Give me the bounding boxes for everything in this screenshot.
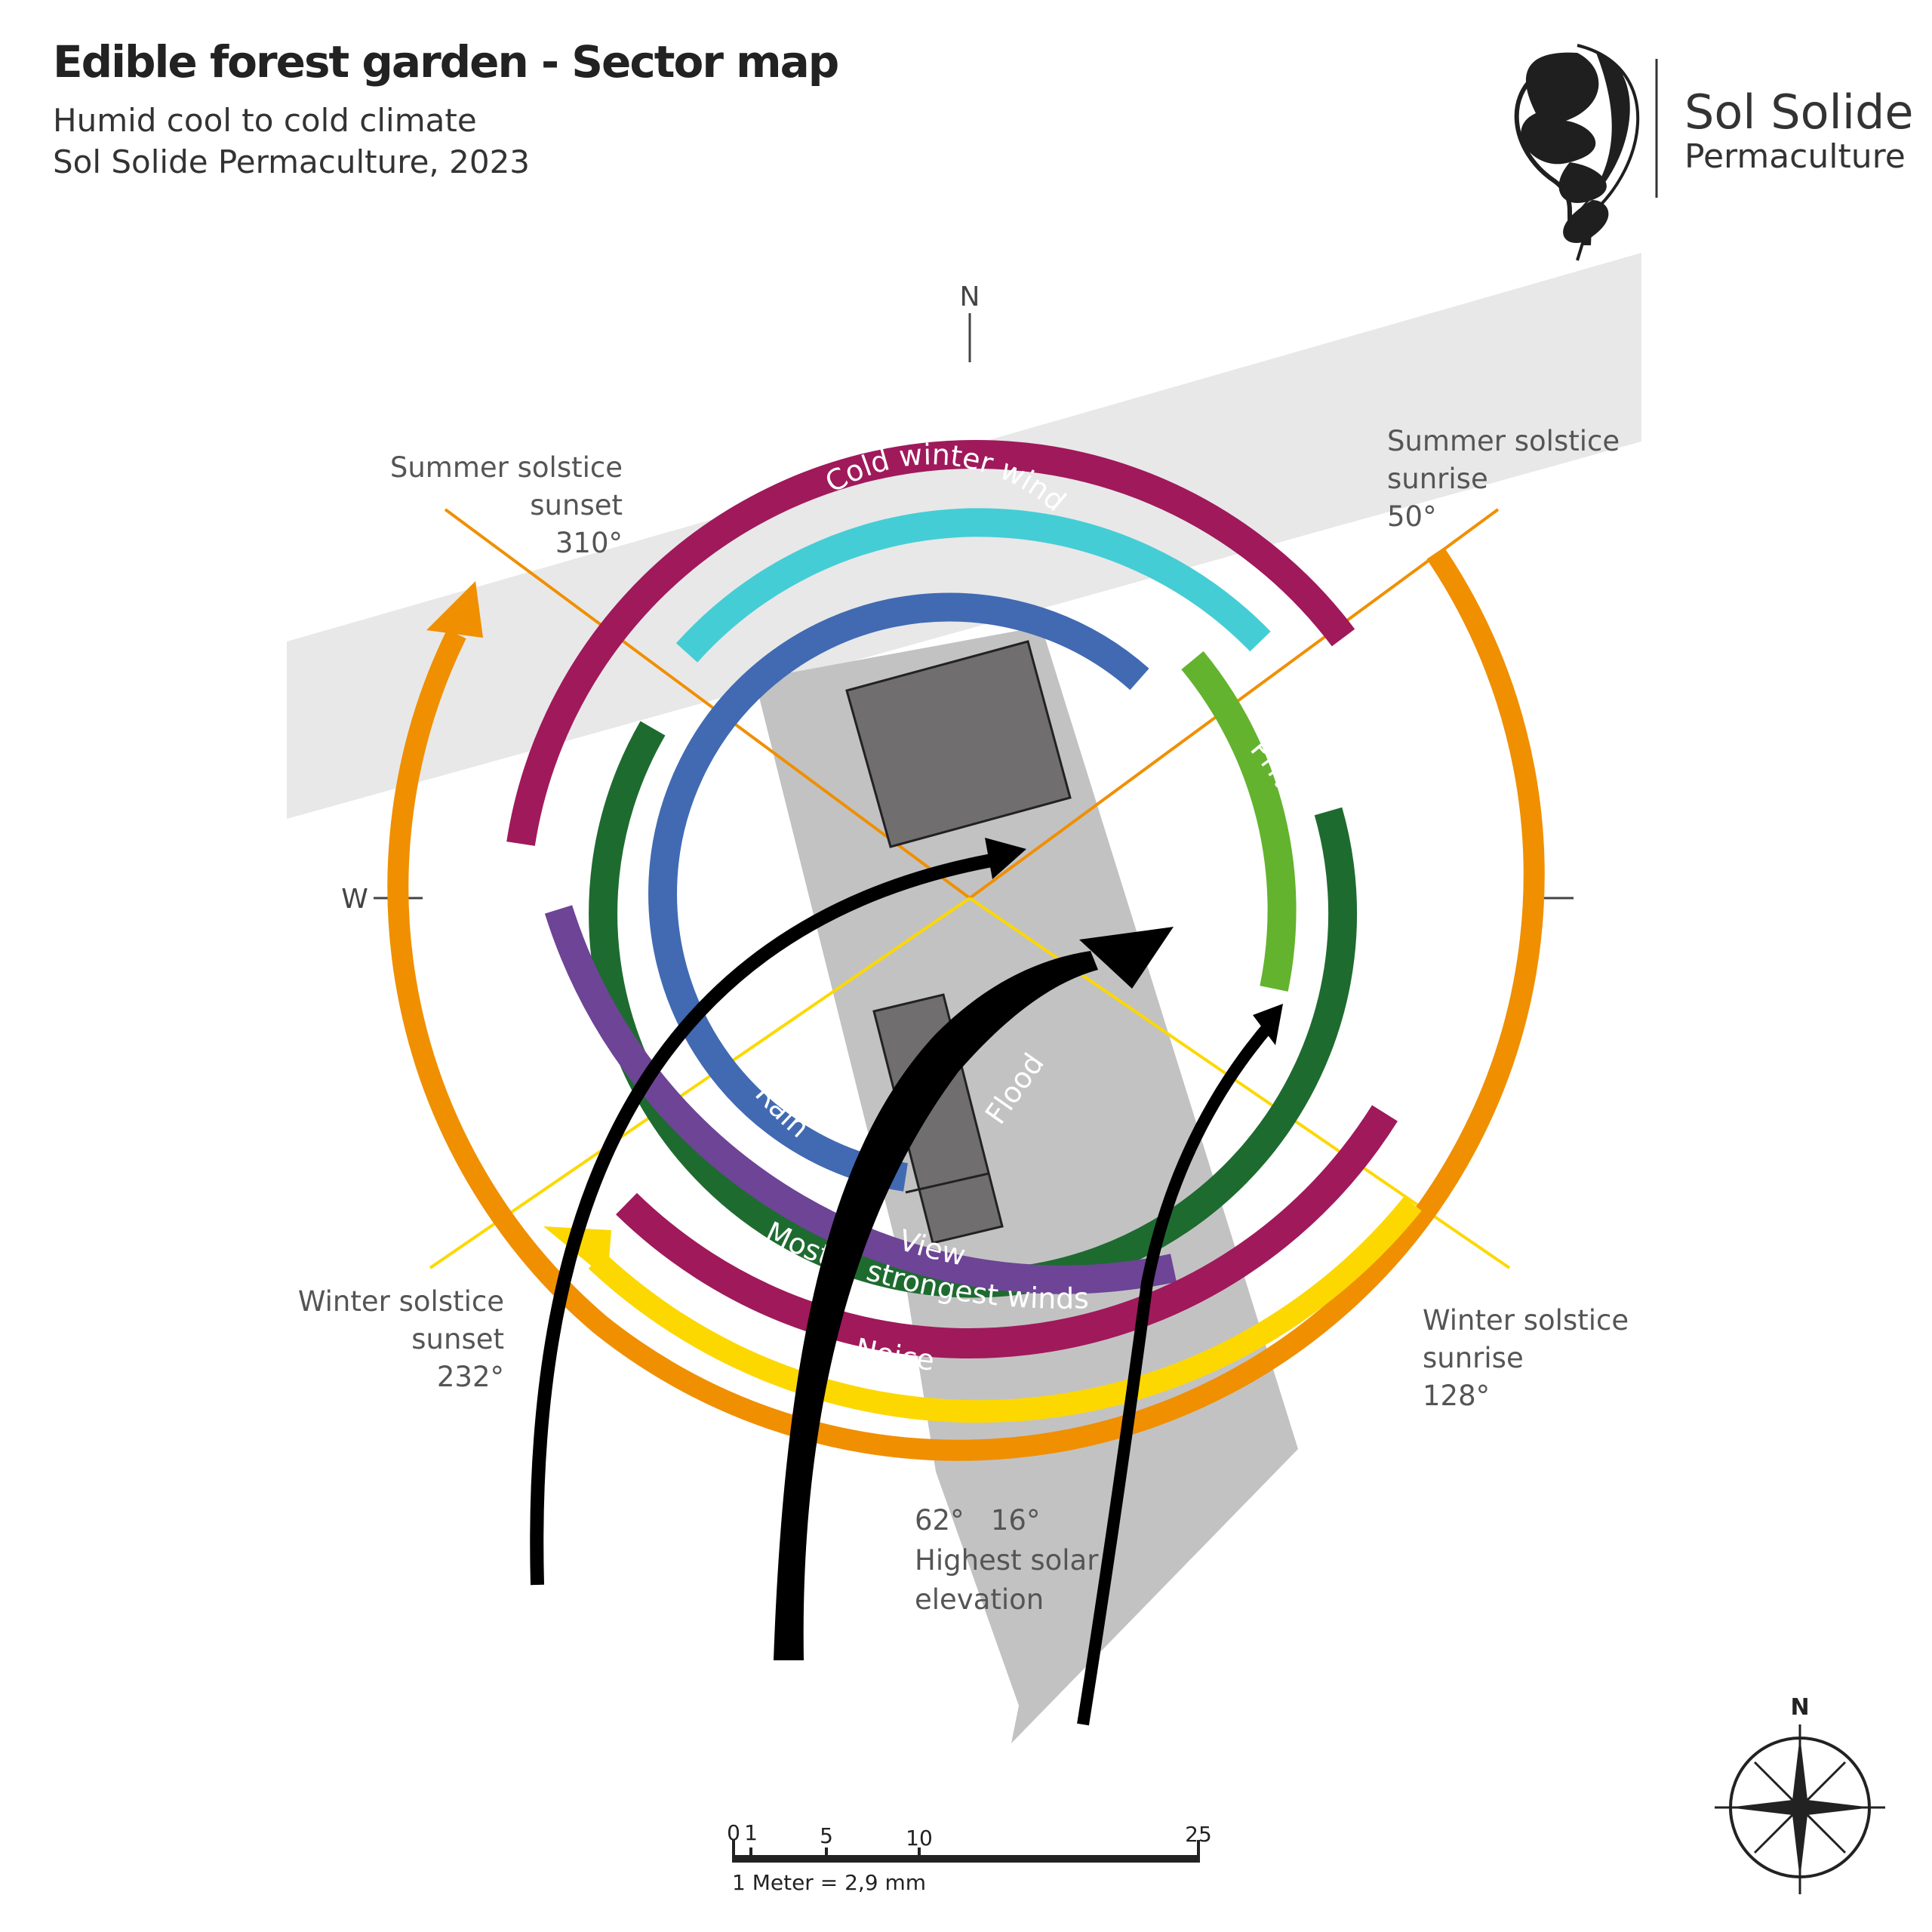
- winter-sunset-label: Winter solstice sunset 232°: [298, 1285, 504, 1393]
- diagram-title: Edible forest garden - Sector map: [53, 36, 839, 88]
- logo-name: Sol Solide: [1684, 85, 1913, 140]
- winter-sunset-line: [429, 897, 971, 1269]
- scale-tick-25: 25: [1185, 1822, 1212, 1847]
- logo-tagline: Permaculture: [1684, 137, 1906, 176]
- noise-south-arc: [616, 1105, 1398, 1358]
- svg-text:Summer solstice: Summer solstice: [390, 451, 623, 484]
- svg-text:Highest solar: Highest solar: [915, 1544, 1099, 1577]
- water-flow-arrowhead-east: [1253, 1004, 1283, 1045]
- compass-rose-north-label: N: [1790, 1694, 1809, 1721]
- svg-text:232°: 232°: [437, 1361, 504, 1393]
- summer-sun-arrowhead: [426, 581, 483, 638]
- summer-sunrise-label: Summer solstice sunrise 50°: [1387, 425, 1620, 533]
- scale-bar: 0 1 5 10 25 1 Meter = 2,9 mm: [727, 1820, 1212, 1895]
- tree-icon: [1514, 44, 1639, 261]
- flood-arrowhead: [1079, 927, 1174, 989]
- water-flow-arrow-east: [1077, 1018, 1277, 1726]
- building-shed: [872, 993, 1004, 1244]
- flood-arrow: [774, 951, 1098, 1660]
- rain-arc: [648, 592, 1149, 1192]
- water-flow-arrowhead-west: [985, 838, 1026, 879]
- svg-text:Winter solstice: Winter solstice: [1423, 1304, 1629, 1337]
- scale-tick-0: 0: [727, 1820, 740, 1845]
- svg-text:Winter solstice: Winter solstice: [298, 1285, 504, 1318]
- scale-tick-1: 1: [744, 1820, 758, 1845]
- svg-text:Summer solstice: Summer solstice: [1387, 425, 1620, 457]
- privacy-arc: [1181, 651, 1297, 992]
- scale-tick-5: 5: [820, 1823, 833, 1848]
- diagram-subtitle-climate: Humid cool to cold climate: [53, 102, 477, 139]
- svg-text:62° 16°: 62° 16°: [915, 1504, 1040, 1537]
- summer-sun-arc: [387, 547, 1545, 1461]
- noise-north-arc: [506, 439, 1355, 846]
- svg-text:50°: 50°: [1387, 500, 1437, 533]
- svg-text:310°: 310°: [555, 527, 623, 559]
- compass-rose: N: [1715, 1694, 1885, 1894]
- north-label: N: [960, 281, 980, 312]
- winter-sunrise-label: Winter solstice sunrise 128°: [1423, 1304, 1629, 1412]
- svg-text:sunrise: sunrise: [1387, 463, 1488, 495]
- summer-sunset-line: [444, 508, 971, 900]
- building-house: [845, 640, 1072, 848]
- scale-tick-10: 10: [906, 1826, 933, 1850]
- sol-solide-logo: Sol Solide Permaculture: [1514, 44, 1913, 261]
- scale-caption: 1 Meter = 2,9 mm: [732, 1870, 926, 1895]
- water-flow-arrow-west: [530, 852, 1001, 1586]
- view-arc: [589, 721, 1358, 1298]
- winter-sun-arc: [588, 1196, 1422, 1423]
- summer-sunset-label: Summer solstice sunset 310°: [390, 451, 623, 559]
- svg-text:sunset: sunset: [411, 1323, 504, 1355]
- svg-text:elevation: elevation: [915, 1583, 1044, 1616]
- svg-text:sunrise: sunrise: [1423, 1342, 1524, 1374]
- label-noise-north: Noice: [973, 312, 1060, 383]
- west-label: W: [341, 884, 368, 915]
- flood-zone-band: [755, 626, 1298, 1743]
- solar-elevation-label: 62° 16° Highest solar elevation: [915, 1504, 1099, 1616]
- diagram-subtitle-credit: Sol Solide Permaculture, 2023: [53, 143, 531, 180]
- svg-text:128°: 128°: [1423, 1380, 1490, 1412]
- cold-winter-wind-arc: [675, 508, 1271, 663]
- svg-text:sunset: sunset: [530, 489, 623, 521]
- strongest-winds-arc: [544, 905, 1177, 1294]
